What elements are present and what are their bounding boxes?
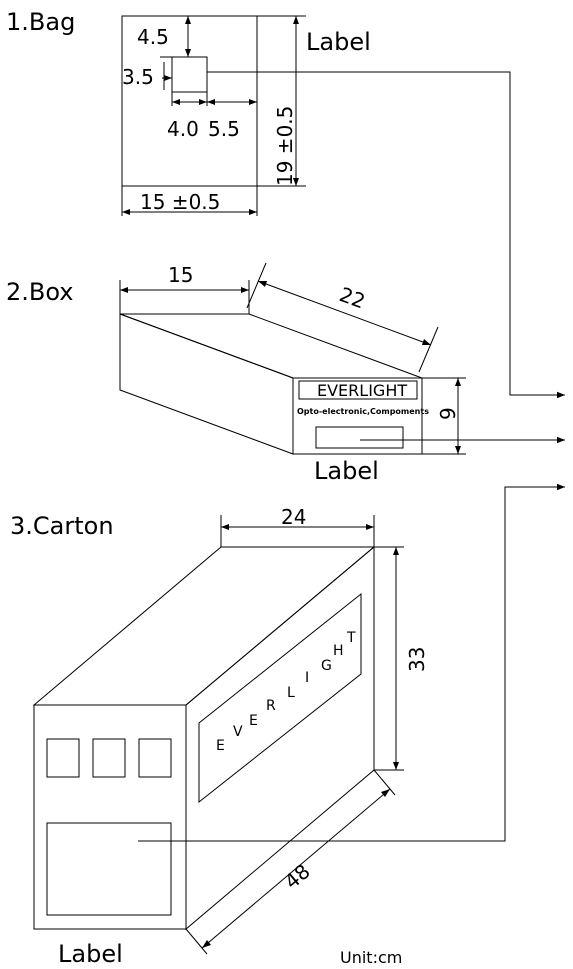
carton-window-2 <box>92 738 126 778</box>
bag-dim-inner-label: 4.0 <box>167 117 199 141</box>
unit-note: Unit:cm <box>340 948 402 967</box>
carton-letter: L <box>287 685 295 701</box>
box-label-box <box>315 426 404 449</box>
bag-dim-inner <box>171 92 258 106</box>
bag-dim-top <box>160 16 191 58</box>
carton-dim-length <box>185 769 396 955</box>
carton-label-text: Label <box>58 940 123 968</box>
bag-dim-width-label: 15 ±0.5 <box>140 190 220 214</box>
box-dim-length-label: 22 <box>336 282 368 313</box>
carton-letter: H <box>333 643 344 659</box>
carton-dim-width <box>220 515 375 547</box>
bag-label-box <box>171 56 208 93</box>
carton-window-3 <box>138 738 172 778</box>
carton-dim-height <box>374 546 404 771</box>
carton-dim-width-label: 24 <box>281 505 306 529</box>
box-brand-plate <box>298 380 418 400</box>
bag-dim-side <box>162 62 172 90</box>
box-front-face <box>292 377 423 455</box>
box-dim-height-label: 9 <box>436 407 460 420</box>
box-side-face <box>119 313 294 455</box>
carton-top-face <box>32 546 376 706</box>
carton-window-1 <box>46 738 80 778</box>
bag-dim-height <box>257 15 306 187</box>
box-section: 2.Box EVERLIGHT Opto-electronic,Compomen… <box>6 262 565 485</box>
bag-dim-height-label: 19 ±0.5 <box>273 106 297 186</box>
carton-letter: V <box>233 724 243 740</box>
bag-section: 1.Bag 4.5 3.5 <box>6 8 565 399</box>
carton-brand-letters: E V E R L I G H T <box>216 630 356 754</box>
box-title: 2.Box <box>6 278 74 306</box>
carton-section: 3.Carton E V E R L I G H T <box>10 483 565 968</box>
carton-label-box <box>46 822 172 916</box>
carton-letter: E <box>249 713 258 729</box>
carton-letter: I <box>305 670 309 686</box>
bag-connector <box>207 71 565 399</box>
bag-title: 1.Bag <box>6 8 75 36</box>
carton-title: 3.Carton <box>10 512 114 540</box>
carton-dim-height-label: 33 <box>405 647 429 672</box>
carton-brand-panel <box>198 592 362 804</box>
box-dim-height <box>422 377 466 455</box>
carton-letter: T <box>346 630 356 646</box>
box-label-text: Label <box>314 457 379 485</box>
carton-connector <box>138 483 565 842</box>
carton-letter: R <box>266 698 276 714</box>
bag-dim-inner2-label: 5.5 <box>208 117 240 141</box>
carton-letter: E <box>216 738 225 754</box>
bag-label-text: Label <box>306 28 371 56</box>
box-top-face <box>119 313 423 379</box>
box-subtitle-text: Opto-electronic,Compoments <box>297 407 429 416</box>
box-dim-width <box>119 280 250 314</box>
box-dim-length <box>246 262 439 373</box>
bag-dim-side-label: 3.5 <box>122 65 154 89</box>
carton-letter: G <box>321 658 332 674</box>
box-dim-width-label: 15 <box>168 263 193 287</box>
bag-dim-top-label: 4.5 <box>137 25 169 49</box>
bag-dim-width <box>121 186 258 216</box>
box-brand-text: EVERLIGHT <box>317 381 407 400</box>
carton-front-face <box>33 704 187 930</box>
carton-dim-length-label: 48 <box>280 859 315 894</box>
